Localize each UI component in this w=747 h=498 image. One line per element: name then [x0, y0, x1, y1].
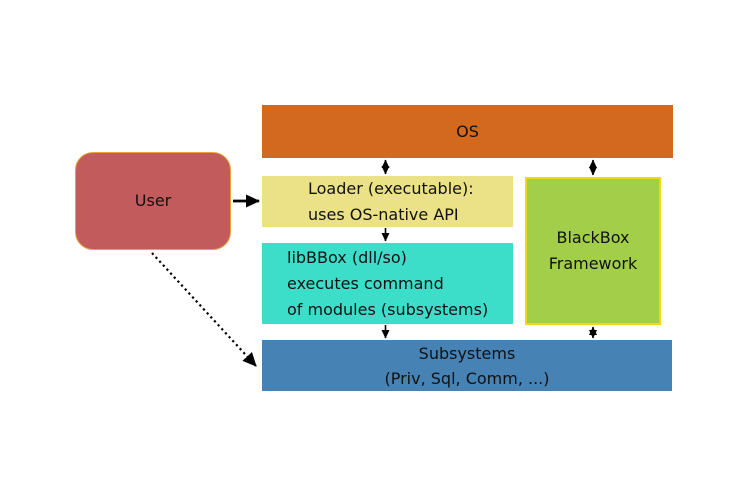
node-libbbox: libBBox (dll/so) executes command of mod… [262, 243, 513, 324]
node-user: User [75, 152, 231, 250]
node-os: OS [262, 105, 673, 158]
node-blackbox-framework-line2: Framework [548, 254, 638, 273]
node-os-label: OS [456, 121, 479, 141]
node-subsystems: Subsystems (Priv, Sql, Comm, ...) [262, 340, 672, 391]
node-user-label: User [134, 191, 172, 210]
node-libbbox-line2: executes command [287, 273, 444, 293]
node-libbbox-line1: libBBox (dll/so) [287, 247, 407, 267]
node-libbbox-line3: of modules (subsystems) [287, 299, 489, 319]
node-subsystems-line1: Subsystems [418, 343, 516, 363]
node-loader-line1: Loader (executable): [308, 178, 474, 198]
node-subsystems-line2: (Priv, Sql, Comm, ...) [384, 368, 550, 388]
arrow-user-to-subsystems-dotted [151, 252, 257, 367]
node-loader-line2: uses OS-native API [308, 204, 459, 224]
node-blackbox-framework: BlackBox Framework [525, 177, 661, 325]
node-blackbox-framework-line1: BlackBox [556, 228, 630, 247]
node-loader: Loader (executable): uses OS-native API [262, 176, 513, 227]
